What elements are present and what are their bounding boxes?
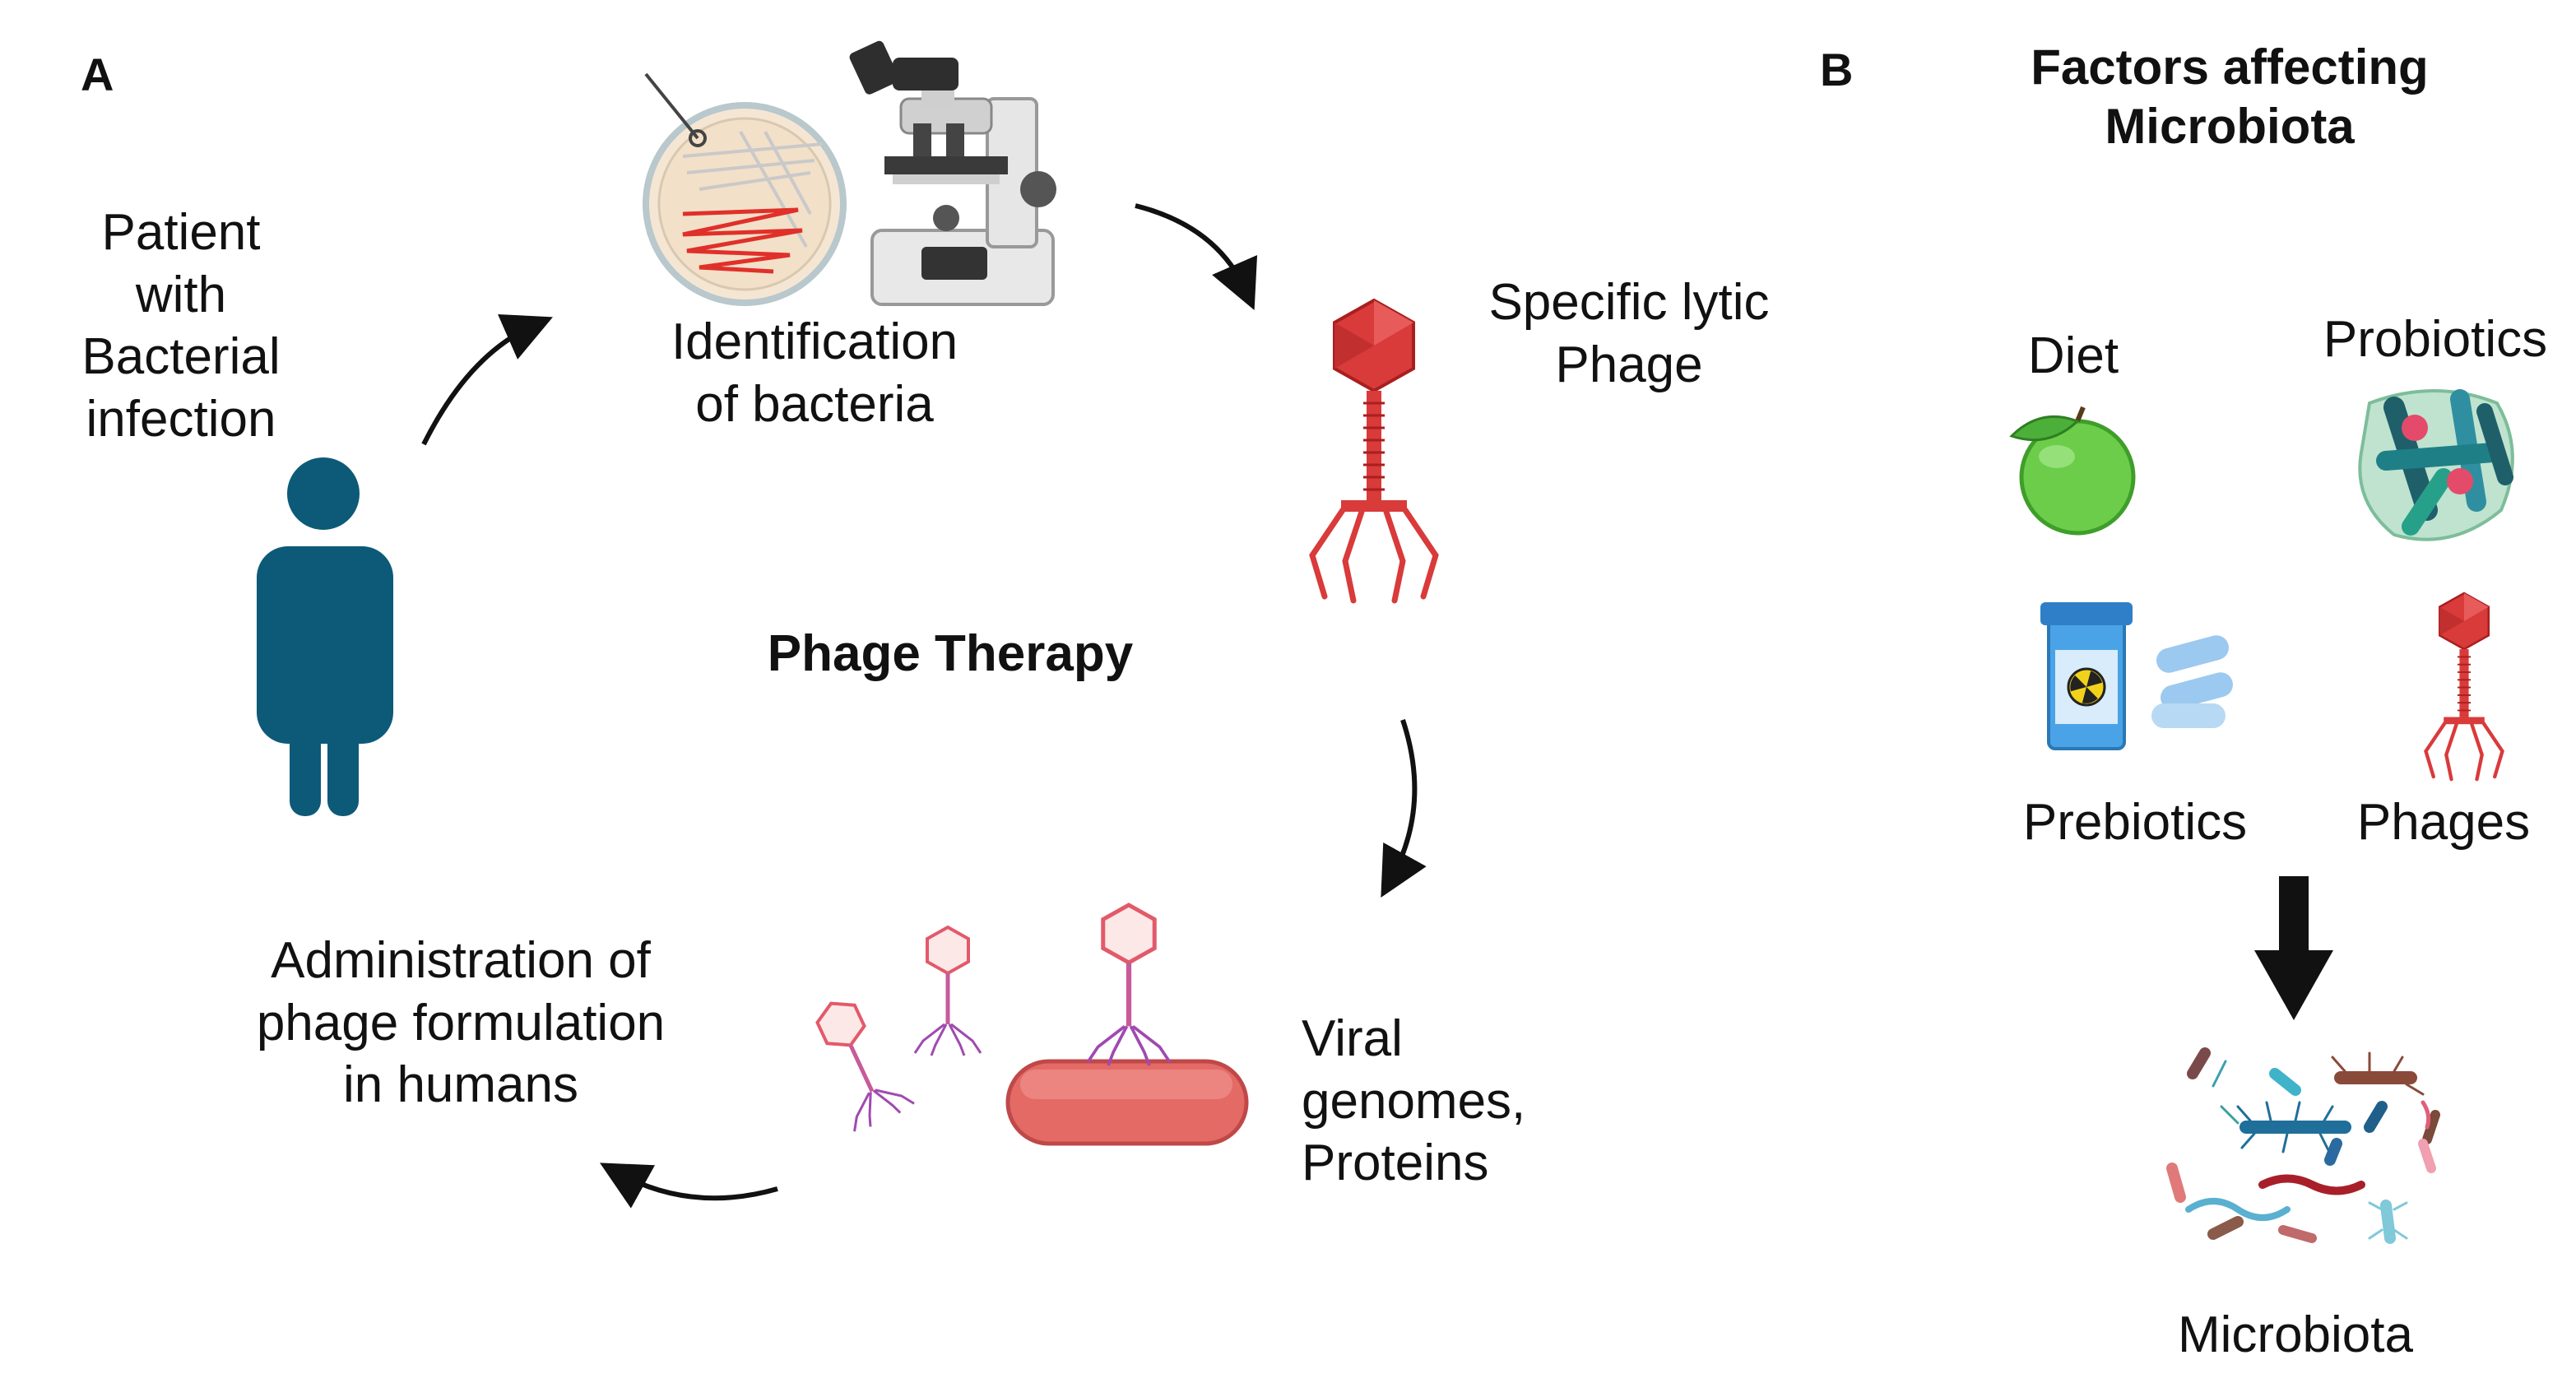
probiotics-label: Probiotics <box>2323 311 2548 368</box>
microscope-icon <box>849 40 1056 306</box>
phage-label: Specific lytic Phage <box>1488 274 1770 393</box>
bacterium-with-phages-icon <box>801 905 1249 1146</box>
panel-a-letter: A <box>81 49 114 100</box>
phages-label: Phages <box>2356 794 2531 851</box>
flow-arrows <box>421 203 1427 1209</box>
prebiotics-label: Prebiotics <box>2022 794 2248 851</box>
arrow-phage-to-viral <box>1381 719 1427 898</box>
probiotics-icon <box>2358 389 2514 541</box>
viral-label: Viral genomes, Proteins <box>1302 1010 1526 1192</box>
petri-dish-icon <box>643 72 847 306</box>
microbiota-cluster-icon <box>2166 1047 2440 1244</box>
apple-icon <box>2009 406 2136 536</box>
microbiota-label: Microbiota <box>2178 1306 2413 1363</box>
patient-person-icon <box>257 457 393 816</box>
administration-label: Administration of phage formulation in h… <box>256 932 666 1114</box>
phages-small-icon <box>2426 593 2503 779</box>
down-arrow-icon <box>2254 876 2333 1020</box>
prebiotics-pill-bottle-icon <box>2040 602 2233 750</box>
lytic-phage-icon <box>1312 300 1436 601</box>
diet-label: Diet <box>2027 327 2119 384</box>
phage-therapy-title: Phage Therapy <box>767 625 1134 682</box>
identification-label: Identification of bacteria <box>671 313 958 433</box>
arrow-viral-to-administration <box>600 1163 778 1209</box>
factors-title: Factors affecting Microbiota <box>2031 39 2429 154</box>
arrow-patient-to-identification <box>421 313 553 446</box>
arrow-identification-to-phage <box>1135 203 1258 310</box>
panel-b-letter: B <box>1820 44 1854 95</box>
patient-label: Patient with Bacterial infection <box>81 204 281 448</box>
